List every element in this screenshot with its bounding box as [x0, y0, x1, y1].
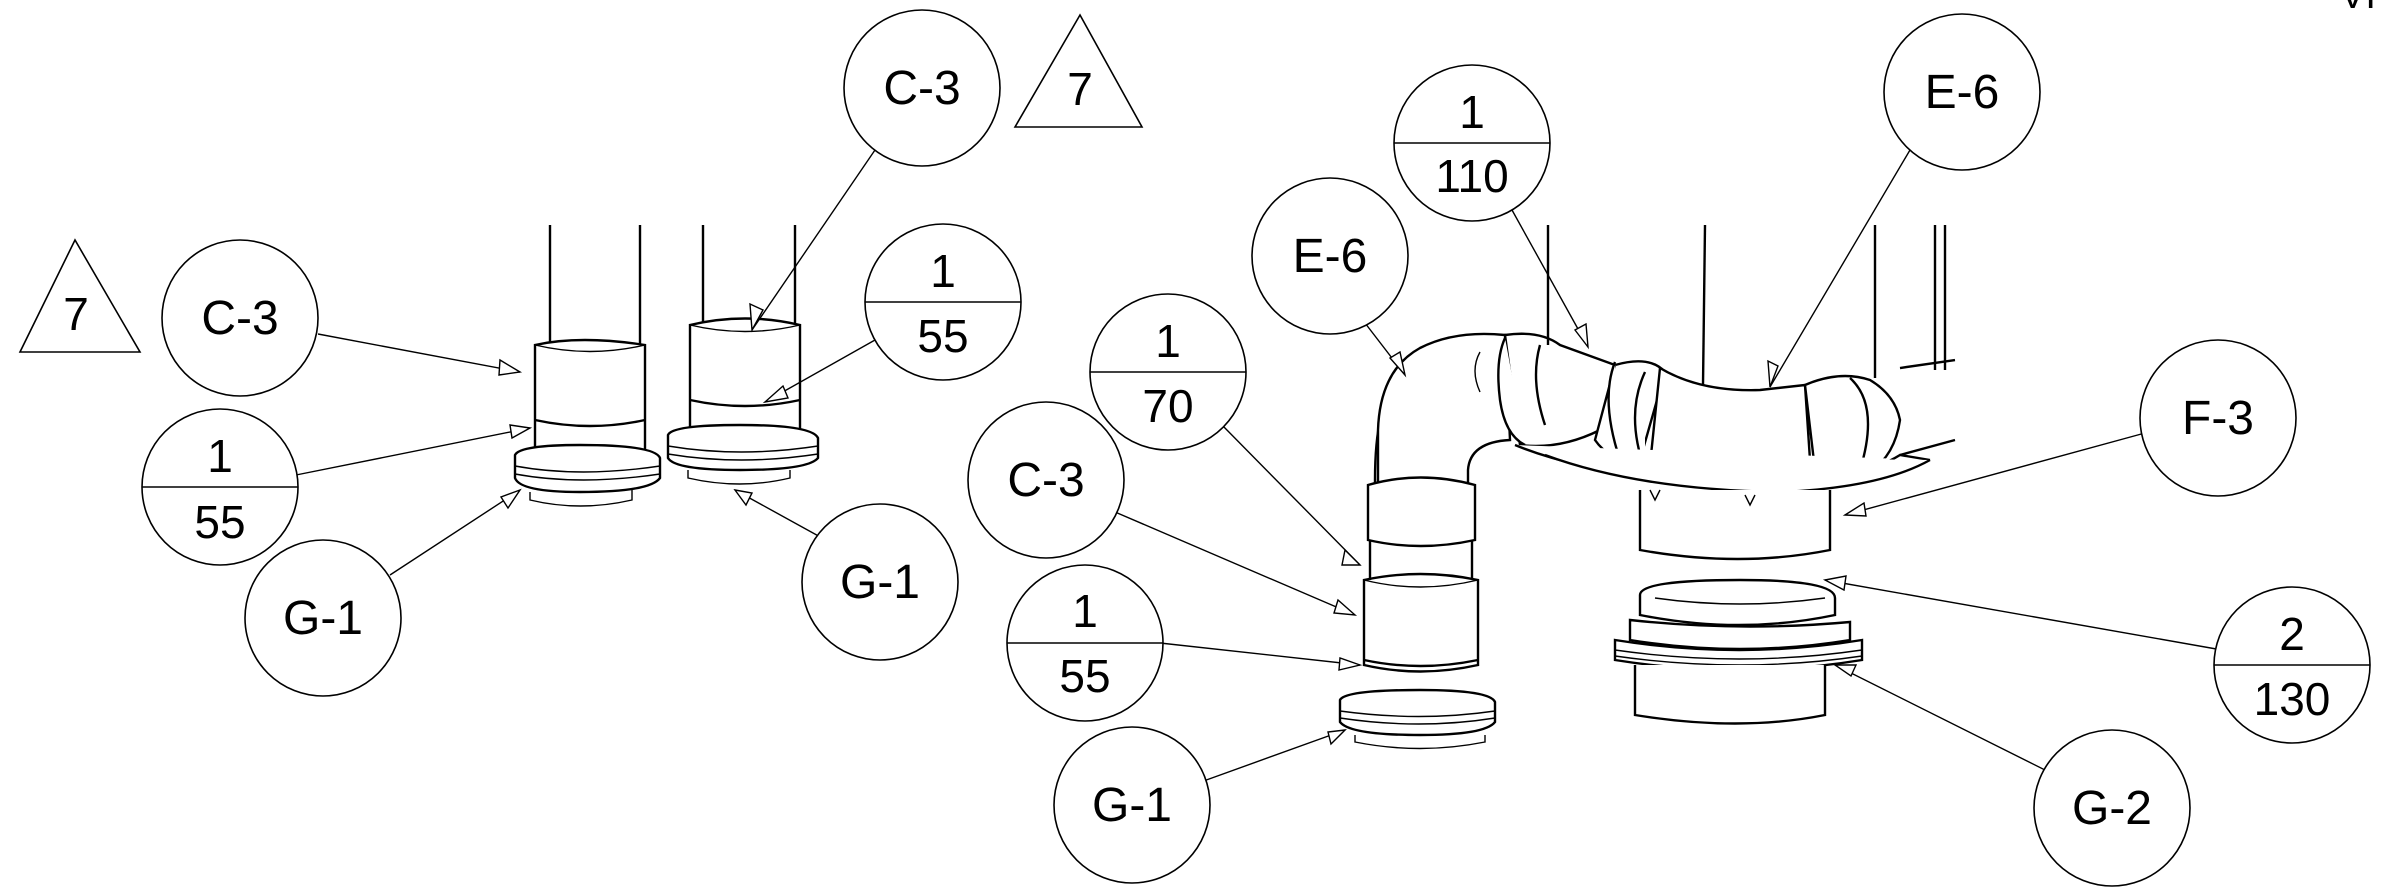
coupling-upper: [1366, 476, 1477, 548]
leader-lines: [295, 149, 2223, 786]
callout-bubble: G-1: [244, 539, 402, 697]
callout-label: F-3: [2182, 392, 2254, 445]
arrow-head: [1341, 548, 1362, 566]
callout-bubble-fraction: 1 110: [1393, 64, 1551, 222]
callout-bubble-fraction: 1 55: [141, 408, 299, 566]
callout-top: 1: [1155, 315, 1181, 367]
corner-mark: VI: [2340, 0, 2376, 17]
callout-label: G-1: [1092, 779, 1172, 832]
arrow-head: [1832, 664, 1858, 678]
floor-drain-body: [1638, 489, 1832, 561]
elbow-left: [1376, 332, 1512, 487]
callout-bubble: E-6: [1251, 177, 1409, 335]
arrow-head: [1327, 729, 1347, 746]
callout-bottom: 55: [1059, 650, 1110, 702]
cleanout-assembly: [1613, 578, 1864, 725]
arrow-head: [1388, 350, 1407, 378]
revision-number: 7: [1067, 63, 1093, 115]
base-plate: [1514, 443, 1931, 494]
leader-arrows: [498, 302, 1867, 746]
callout-bubble-fraction: 2 130: [2213, 586, 2371, 744]
callout-bubble: G-1: [801, 503, 959, 661]
arrow-head: [762, 384, 789, 404]
callout-label: C-3: [201, 292, 278, 345]
left-assembly: [513, 225, 820, 507]
callout-bubble: F-3: [2139, 339, 2297, 497]
callout-top: 2: [2279, 608, 2305, 660]
callout-label: C-3: [883, 62, 960, 115]
arrow-head: [1767, 359, 1779, 388]
callout-bubble: E-6: [1883, 13, 2041, 171]
revision-triangle: 7: [18, 238, 142, 353]
callout-top: 1: [930, 245, 956, 297]
arrow-head: [749, 302, 764, 333]
callout-bubble: C-3: [967, 401, 1125, 559]
callout-bubble-fraction: 1 70: [1089, 293, 1247, 451]
arrow-head: [509, 424, 533, 440]
callout-bubble-fraction: 1 55: [1006, 564, 1164, 722]
callout-label: E-6: [1293, 230, 1368, 283]
callout-label: G-1: [840, 556, 920, 609]
callout-label: E-6: [1925, 66, 2000, 119]
flange-a: [513, 443, 662, 507]
callout-bubble: C-3: [843, 9, 1001, 167]
callout-bubble: G-1: [1053, 726, 1211, 884]
arrow-head: [498, 358, 523, 376]
arrow-head: [499, 488, 522, 510]
callout-label: C-3: [1007, 454, 1084, 507]
arrow-head: [1573, 322, 1589, 350]
callout-bubble-fraction: 1 55: [864, 223, 1022, 381]
right-assembly: [1338, 224, 1956, 750]
flange-lower: [1338, 688, 1497, 750]
revision-number: 7: [63, 288, 89, 340]
callout-top: 1: [1072, 585, 1098, 637]
horizontal-run: [1497, 332, 1902, 474]
revision-triangle: 7: [1013, 13, 1144, 128]
callout-top: 1: [1459, 86, 1485, 138]
coupling-lower: [1362, 572, 1480, 673]
callout-bottom: 55: [917, 310, 968, 362]
callout-top: 1: [207, 430, 233, 482]
callout-bubble: G-2: [2033, 729, 2191, 887]
callout-bottom: 55: [194, 496, 245, 548]
upper-verticals: [1546, 224, 1956, 457]
arrow-head: [1842, 501, 1867, 517]
callout-label: G-2: [2072, 782, 2152, 835]
arrow-head: [733, 489, 754, 507]
callout-bottom: 110: [1435, 150, 1508, 202]
callout-bubble: C-3: [161, 239, 319, 397]
callout-label: G-1: [283, 592, 363, 645]
callout-bottom: 130: [2254, 673, 2331, 725]
flange-b: [666, 423, 820, 485]
arrow-head: [1338, 657, 1363, 671]
arrow-head: [1333, 598, 1358, 616]
callout-bottom: 70: [1142, 380, 1193, 432]
arrow-head: [1822, 575, 1847, 592]
